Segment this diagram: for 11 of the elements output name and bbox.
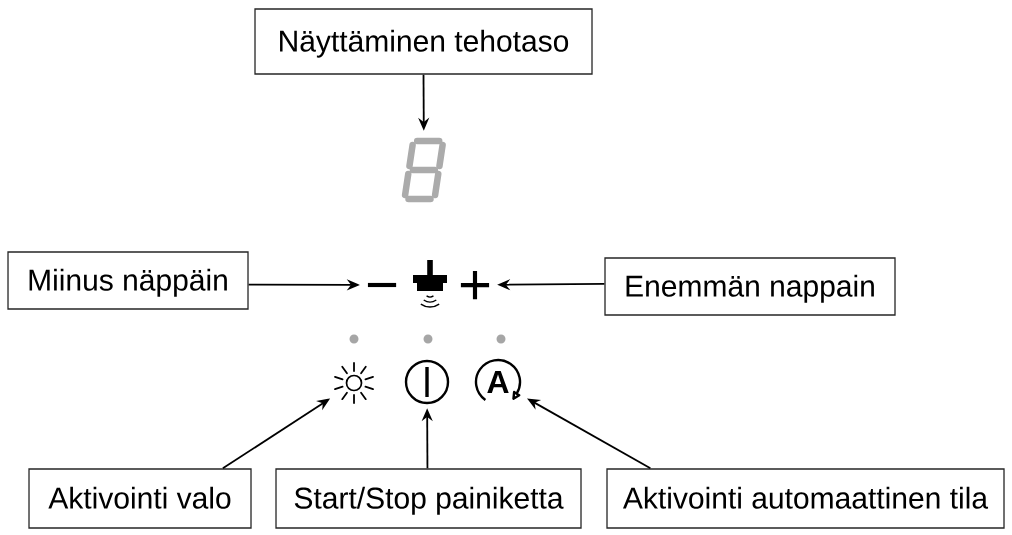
digit-display xyxy=(401,137,446,203)
light-icon xyxy=(334,362,374,404)
callout-box: Aktivointi automaattinen tila xyxy=(606,468,1005,529)
callout-box: Enemmän nappain xyxy=(604,257,896,316)
plus-sign: + xyxy=(460,270,490,300)
minus-sign: − xyxy=(367,282,397,288)
callout-box: Aktivointi valo xyxy=(28,468,252,529)
callout-box: Start/Stop painiketta xyxy=(275,468,582,529)
callout-box: Miinus näppäin xyxy=(7,251,249,310)
callout-box: Näyttäminen tehotaso xyxy=(254,8,593,75)
power-icon xyxy=(404,359,450,405)
